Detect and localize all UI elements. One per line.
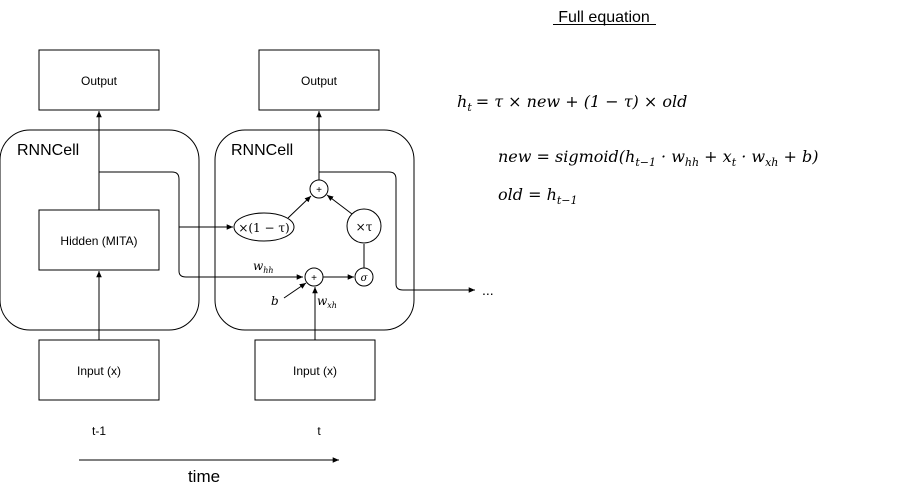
arrow-hidden-to-wout (99, 171, 303, 280)
times-tau-label: ×τ (356, 220, 373, 234)
output-label-right: Output (301, 74, 338, 88)
plus-label-bottom: + (311, 273, 317, 284)
output-label-left: Output (81, 74, 118, 88)
bias-label: b (271, 294, 279, 308)
time-label-right: t (317, 424, 321, 438)
one-minus-tau-label: ×(1 − τ) (238, 221, 289, 235)
output-box-right (258, 49, 380, 111)
time-label-left: t-1 (92, 424, 106, 438)
hidden-label-left: Hidden (MITA) (60, 234, 137, 248)
input-label-left: Input (x) (77, 364, 121, 378)
input-label-right: Input (x) (293, 364, 337, 378)
rnncell-label-right: RNNCell (231, 142, 293, 159)
sigma-label: σ (361, 273, 369, 284)
plus-label-top: + (316, 185, 322, 196)
equation-old: old = ht−1 (498, 185, 578, 207)
continuation-ellipsis: ... (482, 282, 494, 298)
input-box-left (38, 339, 160, 401)
arrow-times-tau-to-plus (326, 194, 353, 215)
input-box-right (254, 339, 376, 401)
time-axis-label: time (188, 467, 220, 486)
one-minus-tau-node (233, 212, 295, 242)
equation-new: new = sigmoid(ht−1 · whh + xt · wxh + b) (498, 147, 818, 169)
output-box-left (38, 49, 160, 111)
equation-title: Full equation (558, 9, 650, 26)
w-hh-label: whh (253, 259, 274, 275)
w-xh-label: wxh (317, 294, 337, 310)
equation-h-t: ht= τ × new + (1 − τ) × old (457, 92, 687, 114)
arrow-bias-to-plus (283, 282, 307, 299)
times-tau-node (346, 208, 382, 244)
rnncell-label-left: RNNCell (17, 142, 79, 159)
arrow-one-minus-tau-to-plus (287, 195, 312, 219)
arrow-state-to-next-cell (319, 171, 475, 293)
